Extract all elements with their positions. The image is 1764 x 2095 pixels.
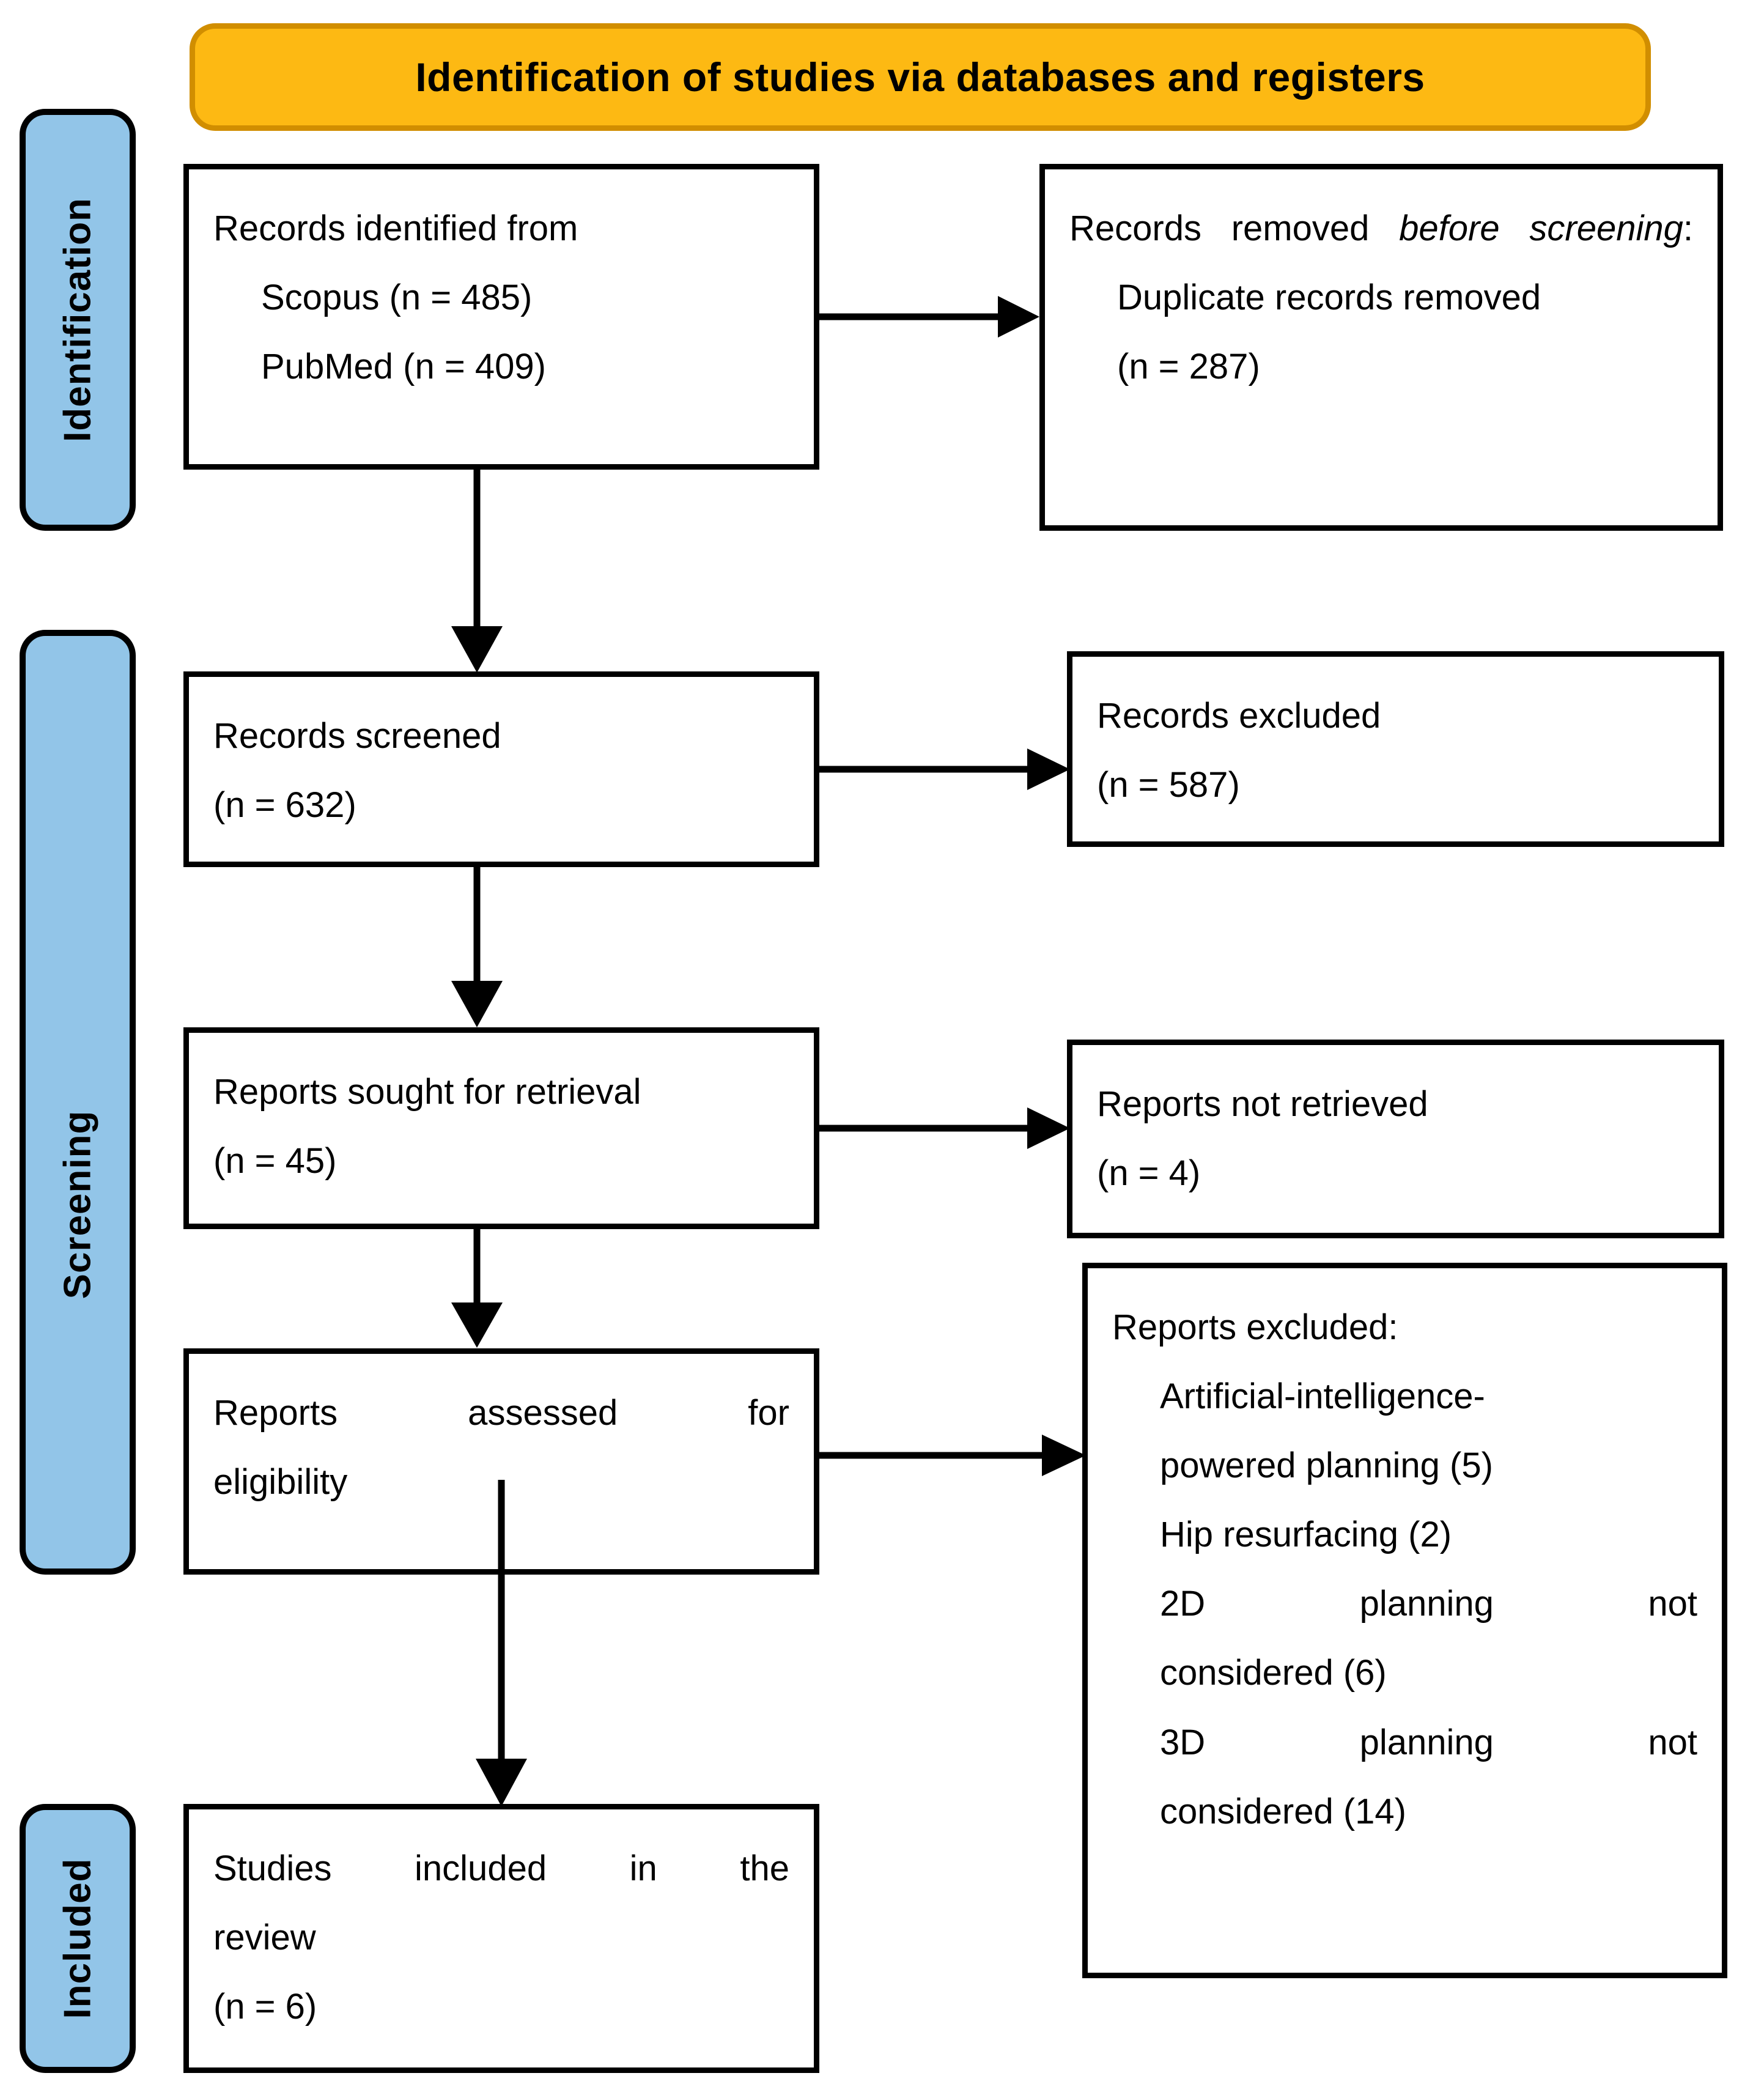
box-studies-included: Studies included in the review (n = 6) [183,1804,819,2073]
box-reports-excluded-reasons: Reports excluded: Artificial-intelligenc… [1082,1263,1727,1978]
box-reports-not-retrieved: Reports not retrieved (n = 4) [1067,1040,1724,1238]
reports-excluded-reason4-line1: 3D planning not [1160,1722,1697,1762]
records-identified-scopus: Scopus (n = 485) [261,278,533,318]
arrow-screened-to-sought [440,867,514,1032]
stage-label-screening: Screening [20,630,136,1575]
studies-included-line2: review [213,1918,316,1958]
reports-excluded-reason2: Hip resurfacing (2) [1160,1515,1452,1555]
records-screened-count: (n = 632) [213,785,356,826]
records-identified-line1: Records identified from [213,209,578,248]
box-records-removed-before-screening: Records removed before screening: Duplic… [1039,164,1723,531]
arrow-identified-to-removed [819,286,1046,347]
reports-excluded-heading: Reports excluded: [1112,1307,1398,1347]
stage-screening-text: Screening [56,1110,99,1299]
reports-excluded-reason3-line1: 2D planning not [1160,1584,1697,1624]
reports-excluded-reason1-line1: Artificial-intelligence- [1160,1376,1485,1417]
arrow-assessed-to-included [465,1480,538,1810]
reports-sought-count: (n = 45) [213,1141,337,1181]
reports-not-retrieved-label: Reports not retrieved [1097,1084,1428,1124]
reports-not-retrieved-count: (n = 4) [1097,1153,1201,1194]
box-records-excluded: Records excluded (n = 587) [1067,651,1724,847]
stage-label-identification: Identification [20,109,136,531]
records-removed-text-a: Records removed [1069,209,1400,248]
reports-assessed-line2: eligibility [213,1462,348,1502]
records-removed-heading: Records removed before screening: [1069,194,1693,263]
diagram-header-banner: Identification of studies via databases … [190,23,1651,131]
arrow-screened-to-excluded [819,739,1076,800]
reports-assessed-line1: Reports assessed for [213,1393,789,1433]
arrow-sought-to-not-retrieved [819,1098,1076,1159]
records-excluded-count: (n = 587) [1097,765,1240,805]
reports-excluded-reason4-line2: considered (14) [1160,1791,1406,1831]
records-excluded-label: Records excluded [1097,696,1381,736]
stage-included-text: Included [56,1858,99,2019]
box-records-screened: Records screened (n = 632) [183,671,819,867]
box-reports-sought-for-retrieval: Reports sought for retrieval (n = 45) [183,1027,819,1229]
duplicate-records-count: (n = 287) [1117,347,1260,387]
records-screened-label: Records screened [213,716,501,756]
records-removed-text-c: : [1683,209,1694,248]
records-removed-text-b: before screening [1399,209,1683,248]
duplicate-records-removed: Duplicate records removed [1117,278,1541,318]
diagram-title: Identification of studies via databases … [415,54,1425,100]
arrow-identified-to-screened [440,470,514,678]
reports-excluded-reason3-line2: considered (6) [1160,1653,1387,1693]
reports-excluded-reason1-line2: powered planning (5) [1160,1446,1493,1486]
stage-identification-text: Identification [56,198,99,442]
box-records-identified: Records identified from Scopus (n = 485)… [183,164,819,470]
arrow-sought-to-assessed [440,1229,514,1351]
reports-sought-label: Reports sought for retrieval [213,1072,641,1112]
studies-included-count: (n = 6) [213,1987,317,2027]
records-identified-pubmed: PubMed (n = 409) [261,347,546,387]
stage-label-included: Included [20,1804,136,2073]
studies-included-line1: Studies included in the [213,1849,789,1888]
arrow-assessed-to-reports-excluded [819,1425,1091,1486]
